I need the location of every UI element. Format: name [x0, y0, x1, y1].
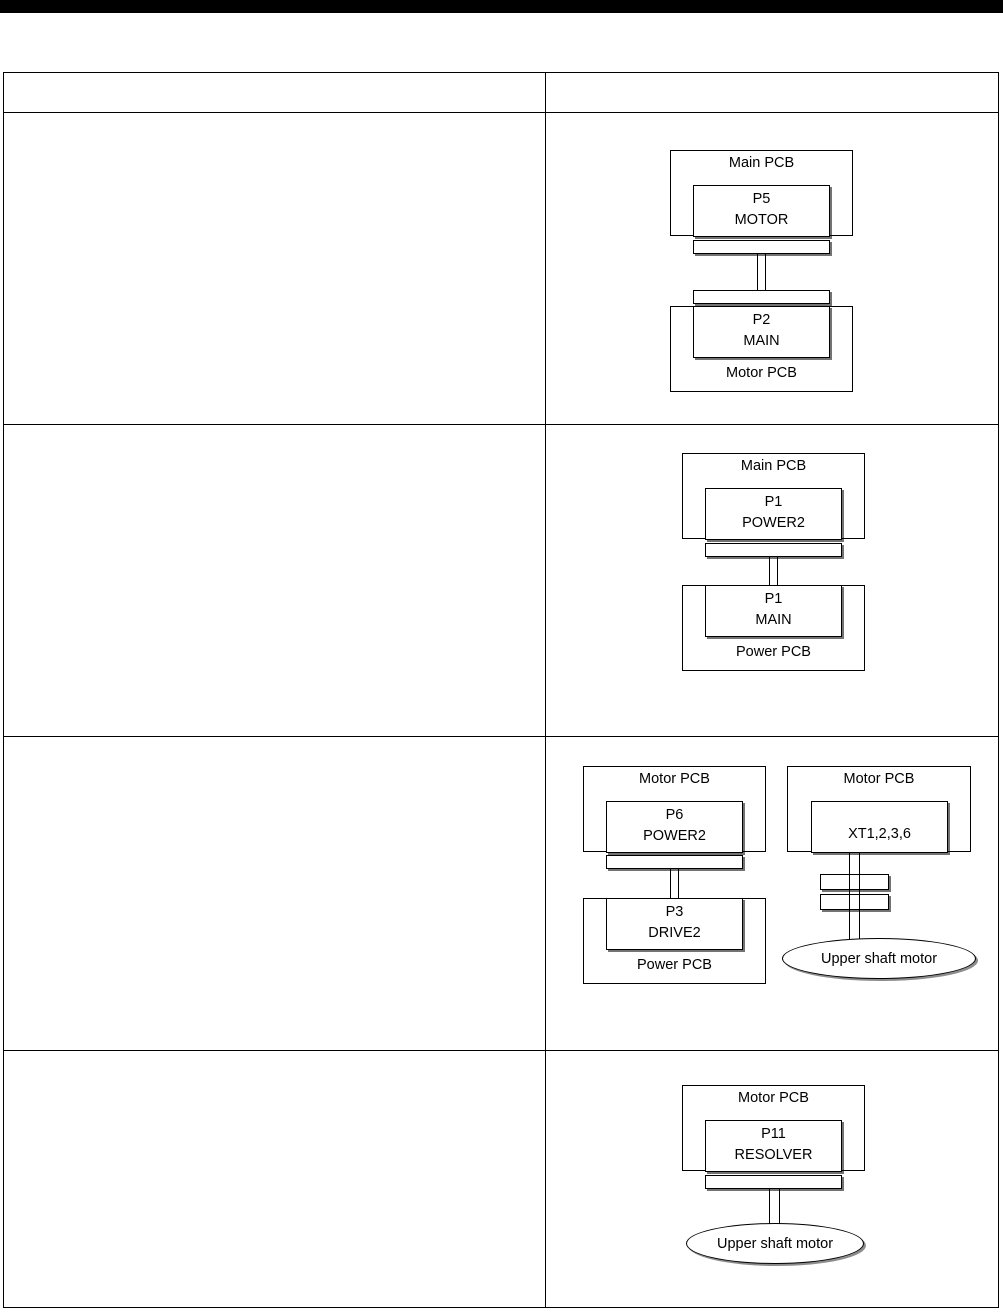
bottom-board-label: Motor PCB: [726, 365, 797, 381]
upper-shaft-motor-node: Upper shaft motor: [686, 1223, 864, 1264]
bottom-connector-box: [705, 585, 842, 637]
row-3-description-text: [4, 737, 545, 1050]
diagram-p11-resolver-to-upper-shaft-motor: Motor PCB P11 RESOLVER Upper shaft motor: [546, 1051, 998, 1307]
cable-line: [769, 550, 778, 603]
table-row: Motor PCB P11 RESOLVER Upper shaft motor: [3, 1050, 999, 1308]
row-2-description-text: [4, 425, 545, 736]
bottom-connector-name: MAIN: [755, 612, 792, 628]
right-cable-line-overlay: [849, 874, 860, 949]
right-top-board-label: Motor PCB: [843, 771, 915, 787]
left-top-board-label: Motor PCB: [639, 771, 710, 787]
row-1-description-cell: [3, 112, 546, 425]
header-cell-right: [545, 72, 999, 113]
top-connector-ref: P11: [761, 1126, 786, 1142]
row-1-diagram-cell: Main PCB P5 MOTOR P2 MAIN Motor PCB: [545, 112, 999, 425]
bottom-connector-box: [693, 306, 830, 358]
top-connector-ref: P5: [752, 191, 771, 207]
row-4-description-cell: [3, 1050, 546, 1308]
top-black-bar: [0, 0, 1003, 13]
row-3-diagram-cell: Motor PCB P6 POWER2 P3 DRIVE2 Power PCB …: [545, 736, 999, 1051]
left-bottom-board-label: Power PCB: [637, 957, 712, 973]
table-header-row: [3, 72, 999, 113]
table-row: Main PCB P5 MOTOR P2 MAIN Motor PCB: [3, 112, 999, 425]
left-top-connector-name: POWER2: [643, 828, 706, 844]
top-connector-ref: P1: [764, 494, 783, 510]
connector-bar: [705, 1175, 842, 1189]
row-3-diagram-group: Motor PCB P6 POWER2 P3 DRIVE2 Power PCB …: [546, 737, 998, 1050]
top-board-label: Main PCB: [740, 458, 807, 474]
row-2-diagram-cell: Main PCB P1 POWER2 P1 MAIN Power PCB: [545, 424, 999, 737]
cable-line: [757, 247, 766, 295]
row-1-description-text: [4, 113, 545, 424]
top-connector-box: [705, 1120, 842, 1172]
left-cable-line: [670, 862, 679, 916]
upper-shaft-motor-node: Upper shaft motor: [782, 938, 976, 979]
table-row: Main PCB P1 POWER2 P1 MAIN Power PCB: [3, 424, 999, 737]
bottom-connector-name: MAIN: [743, 333, 780, 349]
left-top-connector-box: [606, 801, 743, 853]
header-right-text: [546, 73, 998, 112]
cable-line: [769, 1182, 780, 1242]
top-board-label: Main PCB: [728, 155, 795, 171]
row-4-description-text: [4, 1051, 545, 1307]
left-bottom-connector-name: DRIVE2: [648, 925, 701, 941]
diagram-p5-motor-to-p2-main: Main PCB P5 MOTOR P2 MAIN Motor PCB: [546, 113, 998, 424]
left-connector-bar: [606, 855, 743, 869]
right-top-connector-name: XT1,2,3,6: [848, 826, 911, 842]
row-3-description-cell: [3, 736, 546, 1051]
left-bottom-connector-ref: P3: [665, 904, 684, 920]
left-bottom-connector-box: [606, 898, 743, 950]
connector-bar-lower: [693, 290, 830, 304]
top-connector-name: MOTOR: [734, 212, 789, 228]
row-4-diagram-cell: Motor PCB P11 RESOLVER Upper shaft motor: [545, 1050, 999, 1308]
connector-bar-upper: [705, 543, 842, 557]
top-connector-name: POWER2: [742, 515, 805, 531]
connection-table: Main PCB P5 MOTOR P2 MAIN Motor PCB: [3, 72, 999, 1308]
row-2-description-cell: [3, 424, 546, 737]
right-top-connector-box: [811, 801, 948, 853]
top-connector-name: RESOLVER: [734, 1147, 813, 1163]
top-connector-box: [705, 488, 842, 540]
right-connector-bar-upper: [820, 874, 889, 890]
bottom-connector-ref: P2: [752, 312, 771, 328]
header-left-text: [4, 73, 545, 112]
right-connector-bar-lower: [820, 894, 889, 910]
left-top-connector-ref: P6: [665, 807, 684, 823]
diagram-p1-power2-to-p1-main: Main PCB P1 POWER2 P1 MAIN Power PCB: [546, 425, 998, 736]
bottom-connector-ref: P1: [764, 591, 783, 607]
header-cell-left: [3, 72, 546, 113]
top-board-label: Motor PCB: [738, 1090, 809, 1106]
connector-bar-upper: [693, 240, 830, 254]
bottom-board-label: Power PCB: [736, 644, 811, 660]
top-connector-box: [693, 185, 830, 237]
table-row: Motor PCB P6 POWER2 P3 DRIVE2 Power PCB …: [3, 736, 999, 1051]
